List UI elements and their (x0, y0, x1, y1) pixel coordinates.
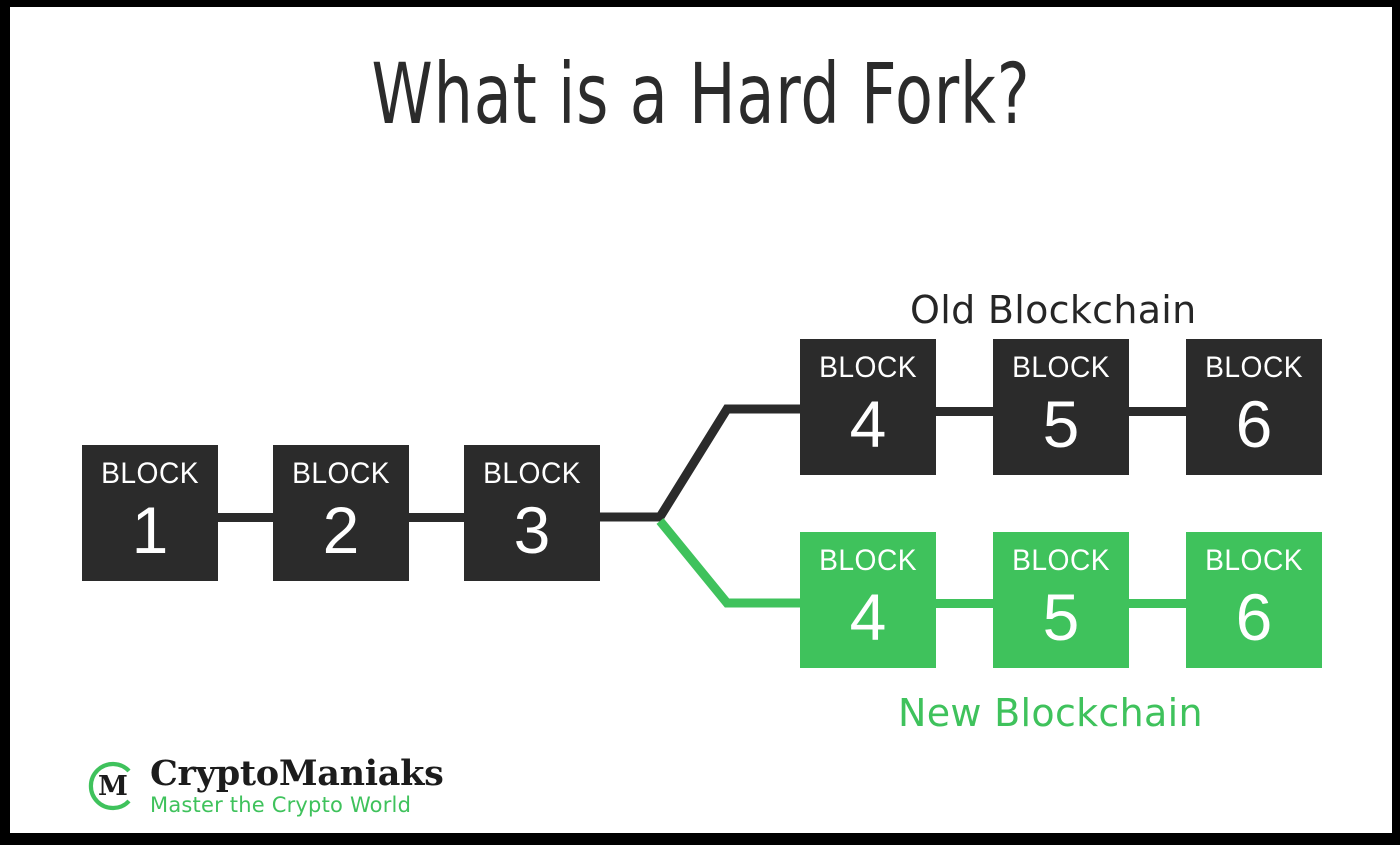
block-number: 6 (1235, 387, 1273, 461)
block-word: BLOCK (819, 544, 917, 577)
logo-name: CryptoManiaks (150, 753, 444, 794)
old-chain-fork-line (593, 404, 810, 522)
connector-1-2 (217, 513, 273, 522)
new-blockchain-label: New Blockchain (898, 691, 1203, 735)
new-block-4[interactable]: BLOCK 4 (800, 532, 936, 668)
old-connector-4-5 (935, 407, 993, 416)
old-block-4[interactable]: BLOCK 4 (800, 339, 936, 475)
block-word: BLOCK (1205, 544, 1303, 577)
new-connector-5-6 (1128, 599, 1186, 608)
logo-text-block: CryptoManiaks Master the Crypto World (150, 756, 444, 816)
block-3[interactable]: BLOCK 3 (464, 445, 600, 581)
block-number: 5 (1042, 580, 1080, 654)
block-word: BLOCK (1205, 351, 1303, 384)
block-number: 2 (322, 493, 360, 567)
block-number: 1 (131, 493, 169, 567)
old-connector-5-6 (1128, 407, 1186, 416)
infographic-canvas: What is a Hard Fork? BLOCK 1 BLOCK 2 BLO… (10, 7, 1392, 833)
logo-mark-icon: M (82, 755, 144, 817)
old-block-6[interactable]: BLOCK 6 (1186, 339, 1322, 475)
old-blockchain-label: Old Blockchain (910, 288, 1197, 332)
new-connector-4-5 (935, 599, 993, 608)
page-title: What is a Hard Fork? (371, 45, 1031, 143)
logo-tagline: Master the Crypto World (150, 793, 412, 817)
new-block-5[interactable]: BLOCK 5 (993, 532, 1129, 668)
block-word: BLOCK (1012, 544, 1110, 577)
new-block-6[interactable]: BLOCK 6 (1186, 532, 1322, 668)
block-number: 3 (513, 493, 551, 567)
block-1[interactable]: BLOCK 1 (82, 445, 218, 581)
block-word: BLOCK (483, 457, 581, 490)
block-number: 4 (849, 580, 887, 654)
block-word: BLOCK (101, 457, 199, 490)
old-block-5[interactable]: BLOCK 5 (993, 339, 1129, 475)
block-word: BLOCK (819, 351, 917, 384)
block-2[interactable]: BLOCK 2 (273, 445, 409, 581)
block-number: 5 (1042, 387, 1080, 461)
logo-m-letter: M (98, 770, 128, 802)
block-number: 6 (1235, 580, 1273, 654)
connector-2-3 (408, 513, 464, 522)
block-word: BLOCK (292, 457, 390, 490)
block-word: BLOCK (1012, 351, 1110, 384)
circle-c-icon (88, 761, 131, 811)
new-chain-fork-line (656, 518, 810, 608)
cryptomaniaks-logo[interactable]: M CryptoManiaks Master the Crypto World (82, 755, 444, 817)
block-number: 4 (849, 387, 887, 461)
